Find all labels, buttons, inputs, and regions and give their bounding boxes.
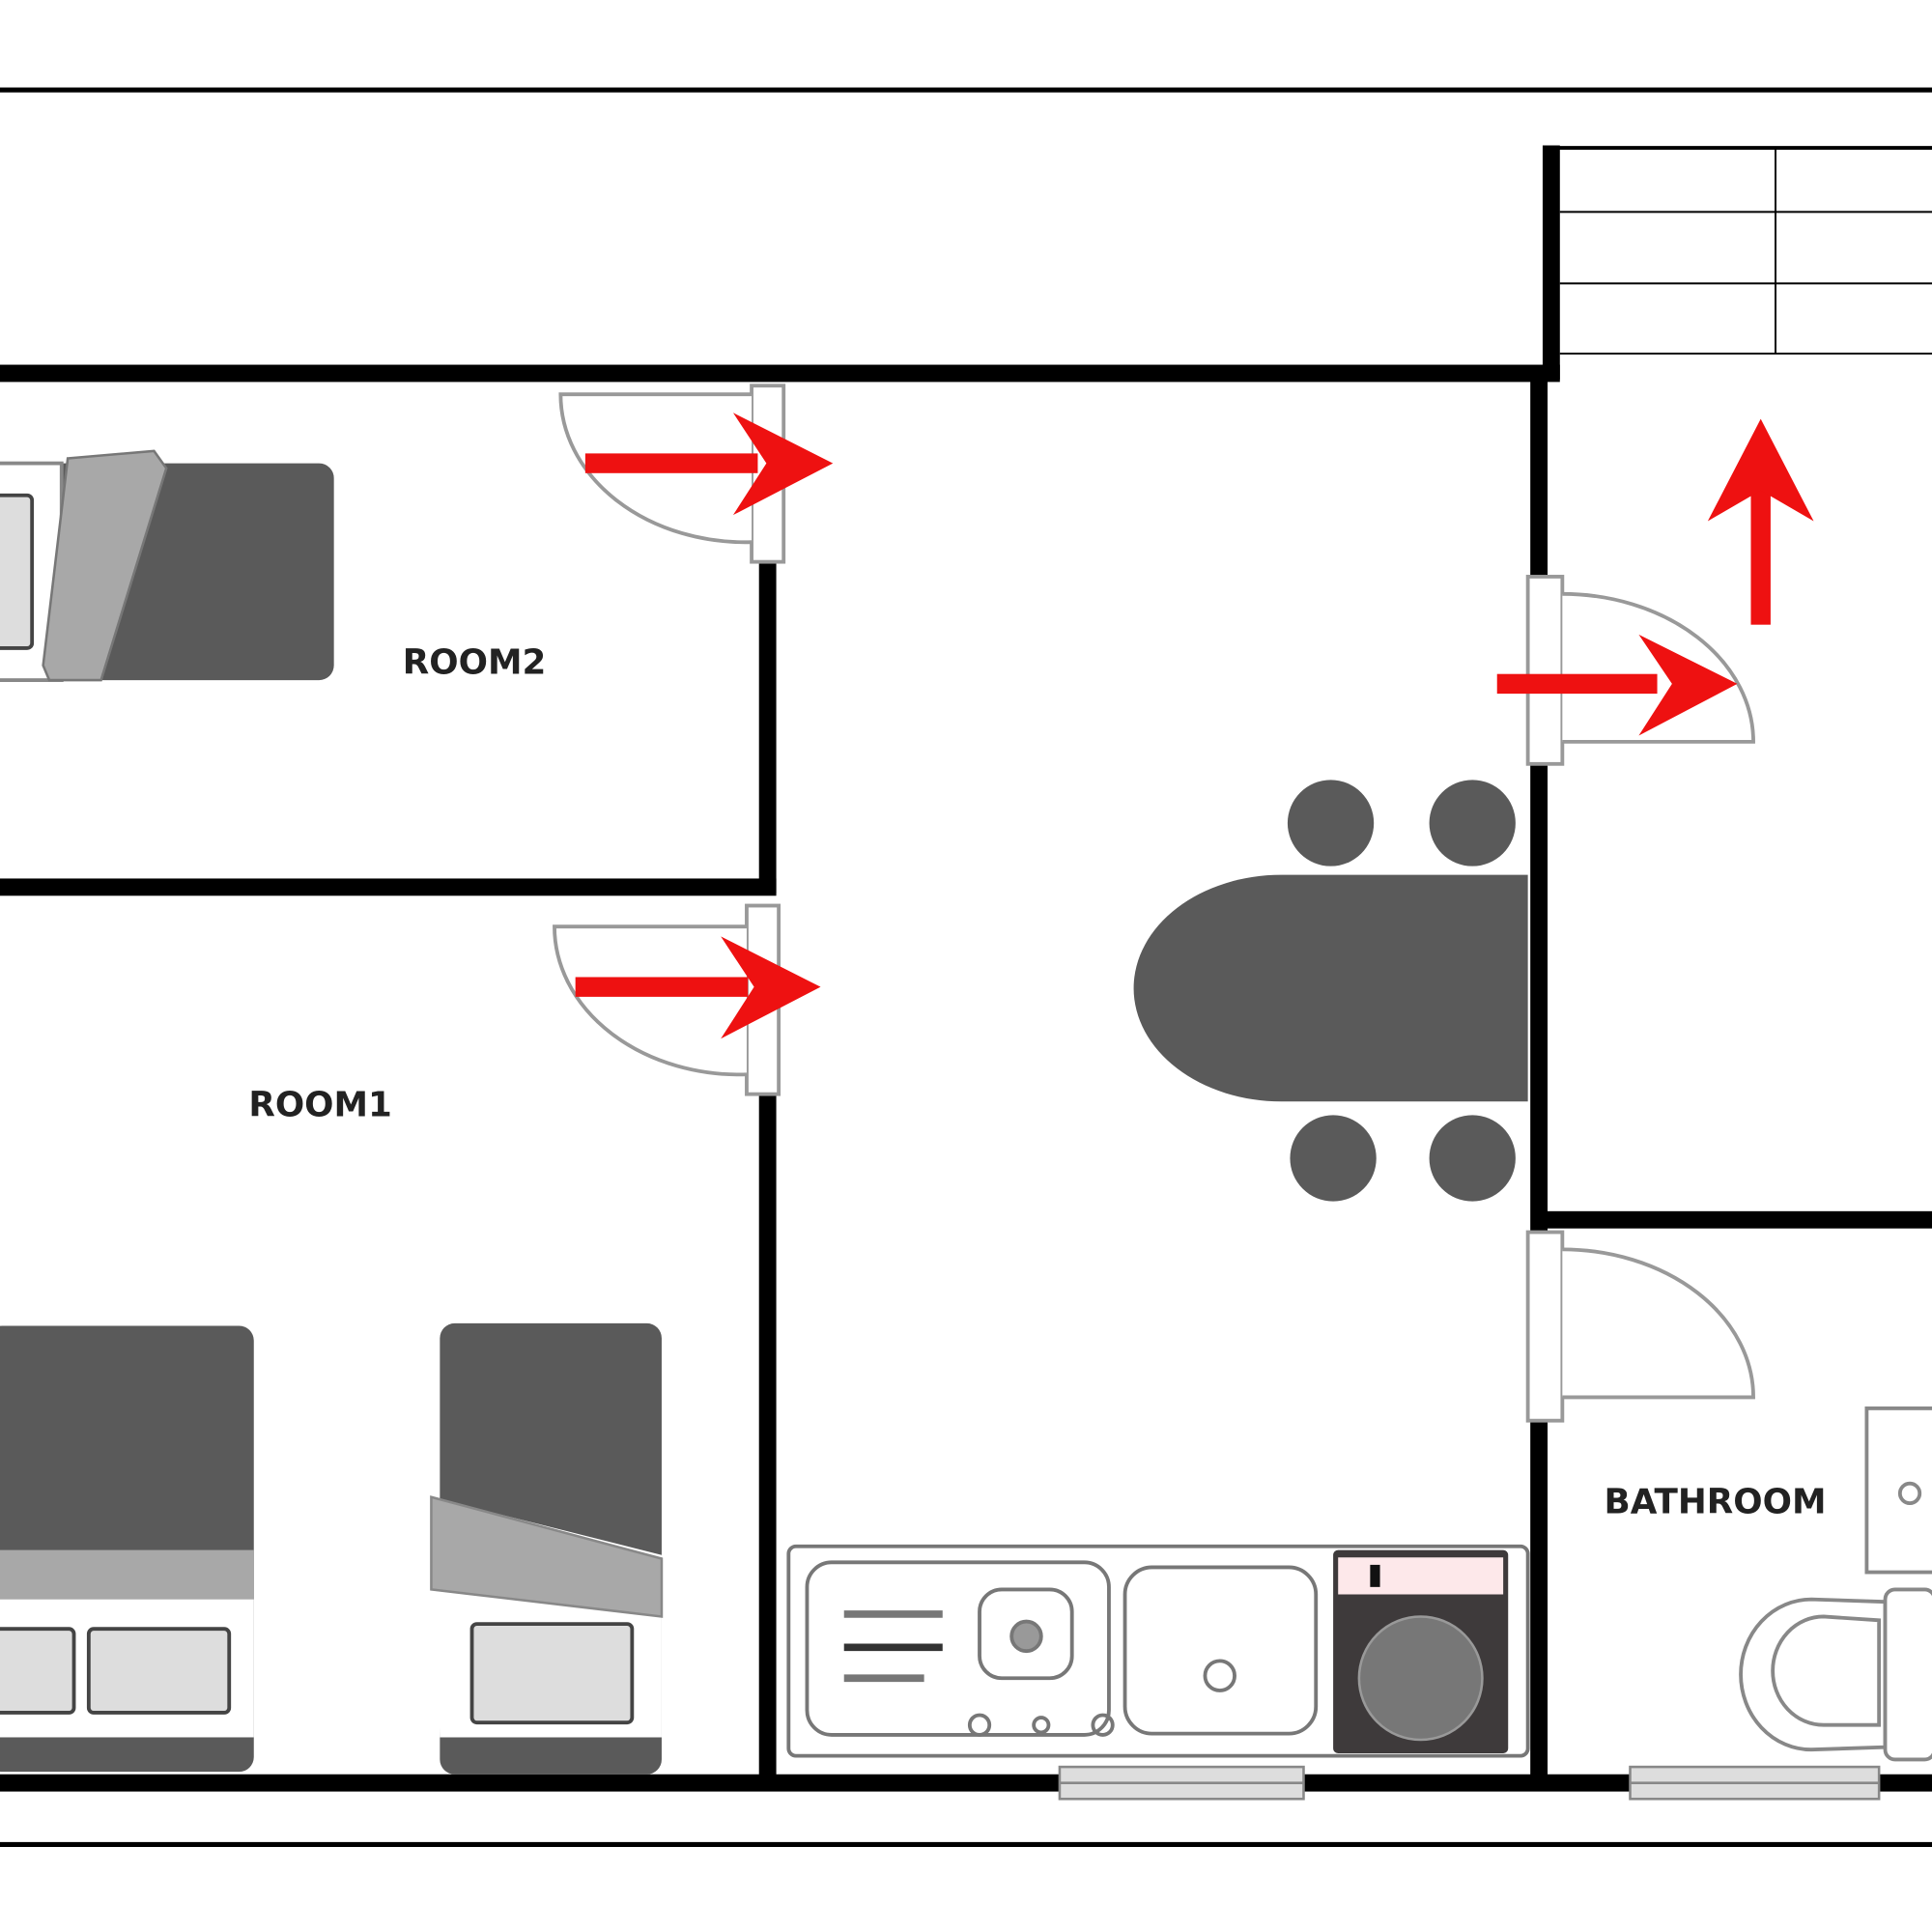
- washing-machine-icon: [1333, 1549, 1509, 1754]
- chair: [1429, 1115, 1516, 1202]
- bathroom-label: BATHROOM: [1604, 1482, 1826, 1521]
- exit-arrow-icon: [1707, 418, 1814, 625]
- room1-label: ROOM1: [248, 1086, 392, 1125]
- bathroom-sink-icon: [1864, 1406, 1932, 1575]
- door-room1[interactable]: [553, 903, 781, 1096]
- outer-bottom-line: [0, 1841, 1932, 1847]
- outer-top-line: [0, 87, 1932, 93]
- staircase: [1549, 146, 1932, 355]
- bed-room2: [0, 449, 334, 682]
- exit-arrow-icon: [1496, 634, 1738, 736]
- bed-double: [0, 1325, 254, 1773]
- dining-table: [1133, 780, 1528, 1202]
- exit-arrow-icon: [584, 412, 834, 516]
- walls: [0, 145, 1932, 1792]
- door-bathroom[interactable]: [1525, 1230, 1755, 1423]
- chair: [1429, 780, 1516, 867]
- window: [1058, 1765, 1305, 1801]
- bed-single: [430, 1322, 664, 1775]
- toilet-icon: [1739, 1587, 1932, 1762]
- stove-icon: [805, 1560, 1111, 1737]
- exit-arrow-icon: [575, 936, 821, 1039]
- sink-icon: [1122, 1565, 1319, 1736]
- room2-label: ROOM2: [403, 643, 547, 683]
- door-room2[interactable]: [558, 384, 786, 564]
- window: [1629, 1765, 1881, 1801]
- chair: [1290, 1115, 1377, 1202]
- chair: [1287, 780, 1375, 867]
- door-entrance[interactable]: [1525, 575, 1755, 766]
